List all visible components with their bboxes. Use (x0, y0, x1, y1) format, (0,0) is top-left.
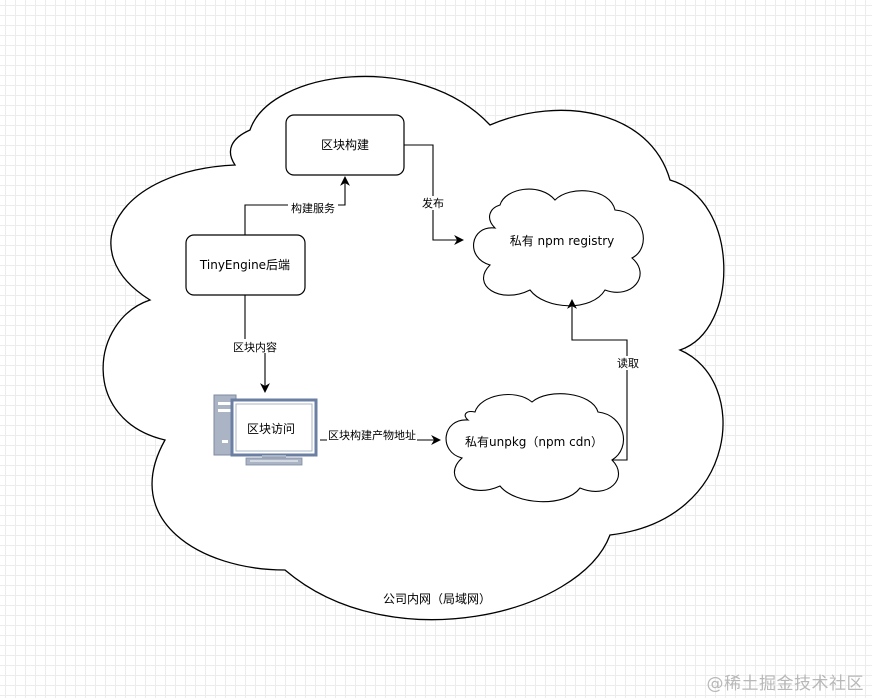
edge-build-service-label: 构建服务 (291, 201, 335, 215)
watermark: @稀土掘金技术社区 (706, 674, 864, 694)
intranet-cloud (102, 75, 725, 621)
edge-publish (404, 144, 464, 245)
edge-artifact-address-label: 区块构建产物地址 (328, 428, 416, 442)
edge-read (567, 299, 628, 461)
tinyengine-backend-label: TinyEngine后端 (199, 258, 290, 272)
npm-registry-cloud (473, 188, 644, 307)
edge-block-content-label: 区块内容 (233, 340, 277, 354)
edge-publish-label: 发布 (422, 196, 444, 210)
desktop-computer-icon[interactable] (213, 394, 318, 466)
unpkg-label: 私有unpkg（npm cdn） (465, 435, 603, 449)
npm-registry-label: 私有 npm registry (510, 234, 615, 248)
edge-read-label: 读取 (617, 356, 639, 370)
intranet-label: 公司内网（局域网） (383, 592, 491, 606)
block-build-label: 区块构建 (321, 137, 369, 152)
block-access-label: 区块访问 (247, 422, 295, 436)
unpkg-cloud (445, 393, 625, 503)
